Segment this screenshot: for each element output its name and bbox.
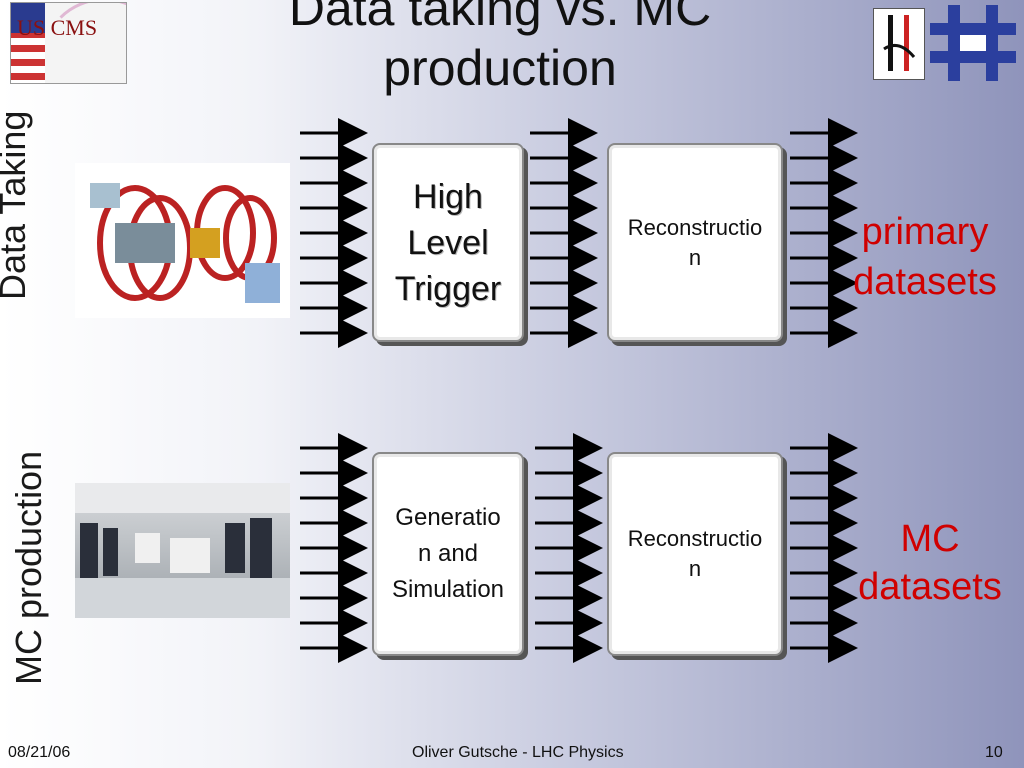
box-text-line: Simulation	[391, 576, 505, 603]
arrow-bundle-bottom-2	[535, 433, 605, 678]
flag-canton	[11, 3, 45, 33]
footer-author: Oliver Gutsche - LHC Physics	[412, 744, 624, 761]
arrows	[790, 433, 858, 663]
box-text-line: n	[688, 244, 702, 270]
box-text-line: High	[413, 177, 483, 216]
box-text-line: Reconstructio	[627, 214, 763, 240]
box-text-line: Level	[407, 223, 489, 262]
detector-image	[75, 163, 290, 318]
arrow-bundle-bottom-3	[790, 433, 860, 678]
result-text-line: datasets	[853, 261, 997, 303]
footer-page-number: 10	[985, 744, 1003, 761]
result-text-line: primary	[861, 211, 989, 253]
footer-date: 08/21/06	[8, 744, 71, 761]
box-text-line: n and	[417, 540, 479, 567]
arrow-bundle-top-2	[530, 118, 600, 363]
arrows	[300, 118, 368, 348]
box-text-line: Reconstructio	[627, 526, 763, 551]
mc-datasets-label: MC datasets	[845, 515, 1015, 611]
arrows	[535, 433, 603, 663]
side-label-data-taking: Data Taking	[0, 110, 33, 300]
primary-datasets-label: primary datasets	[840, 207, 1010, 307]
arrows	[530, 118, 598, 348]
arrow-bundle-top-3	[790, 118, 860, 363]
university-logo	[873, 8, 925, 80]
box-reconstruction-bottom: Reconstructio n	[607, 452, 783, 656]
arrow-bundle-bottom-1	[300, 433, 370, 678]
arrow-bundle-top-1	[300, 118, 370, 363]
box-reconstruction-top: Reconstructio n	[607, 143, 783, 342]
side-label-mc-production: MC production	[8, 450, 49, 685]
box-generation-simulation: Generatio n and Simulation	[372, 452, 524, 656]
result-text-line: MC	[900, 518, 960, 560]
uscms-logo-text: US CMS	[17, 15, 98, 40]
box-text-line: Generatio	[395, 504, 501, 531]
computer-room-image	[75, 483, 290, 618]
result-text-line: datasets	[858, 566, 1002, 608]
uscms-logo: US CMS	[10, 2, 127, 84]
slide-title: Data taking vs. MC production	[288, 0, 712, 96]
arrows	[790, 118, 858, 348]
box-text-line: Trigger	[394, 269, 502, 308]
box-text-line: n	[688, 556, 702, 581]
arrows	[300, 433, 368, 663]
fermilab-logo	[930, 5, 1016, 81]
box-high-level-trigger: High Level Trigger	[372, 143, 524, 342]
